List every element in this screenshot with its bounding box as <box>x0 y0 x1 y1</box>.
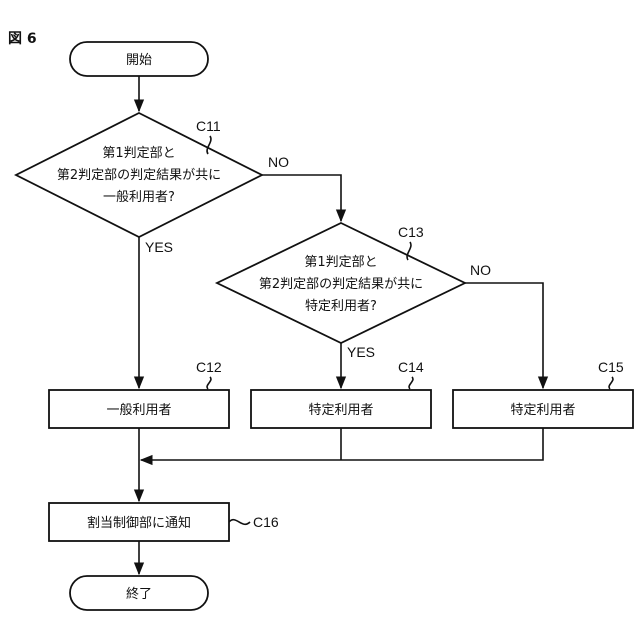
edge-c15-merge <box>141 428 543 460</box>
ref-c15: C15 <box>598 359 624 375</box>
ref-c14: C14 <box>398 359 424 375</box>
process-c12-label: 一般利用者 <box>106 402 171 418</box>
start-label: 開始 <box>126 53 152 68</box>
ref-c12-leader <box>207 377 211 389</box>
decision-c13-yes-label: YES <box>347 344 375 360</box>
ref-c12: C12 <box>196 359 222 375</box>
process-c14-label: 特定利用者 <box>308 403 373 418</box>
edge-c13-no-to-c15 <box>465 283 543 388</box>
figure-label: 図 6 <box>8 31 37 47</box>
ref-c14-leader <box>409 377 413 389</box>
ref-c16-leader <box>229 520 250 525</box>
process-c15-label: 特定利用者 <box>510 403 575 418</box>
decision-c11-line-1: 第1判定部と <box>102 146 175 161</box>
ref-c15-leader <box>609 377 613 389</box>
ref-c13: C13 <box>398 224 424 240</box>
decision-c13-line-1: 第1判定部と <box>304 255 377 270</box>
decision-c11-line-2: 第2判定部の判定結果が共に <box>57 168 221 183</box>
decision-c11-yes-label: YES <box>145 239 173 255</box>
ref-c11: C11 <box>196 118 221 134</box>
process-c16-label: 割当制御部に通知 <box>87 515 191 531</box>
ref-c16: C16 <box>253 514 279 530</box>
end-label: 終了 <box>126 586 152 602</box>
decision-c13-line-2: 第2判定部の判定結果が共に <box>259 277 423 292</box>
decision-c11-no-label: NO <box>268 154 289 170</box>
decision-c11-line-3: 一般利用者? <box>103 189 175 205</box>
decision-c13-no-label: NO <box>470 262 491 278</box>
edge-c11-no-to-c13 <box>262 175 341 221</box>
decision-c13-line-3: 特定利用者? <box>305 299 377 314</box>
